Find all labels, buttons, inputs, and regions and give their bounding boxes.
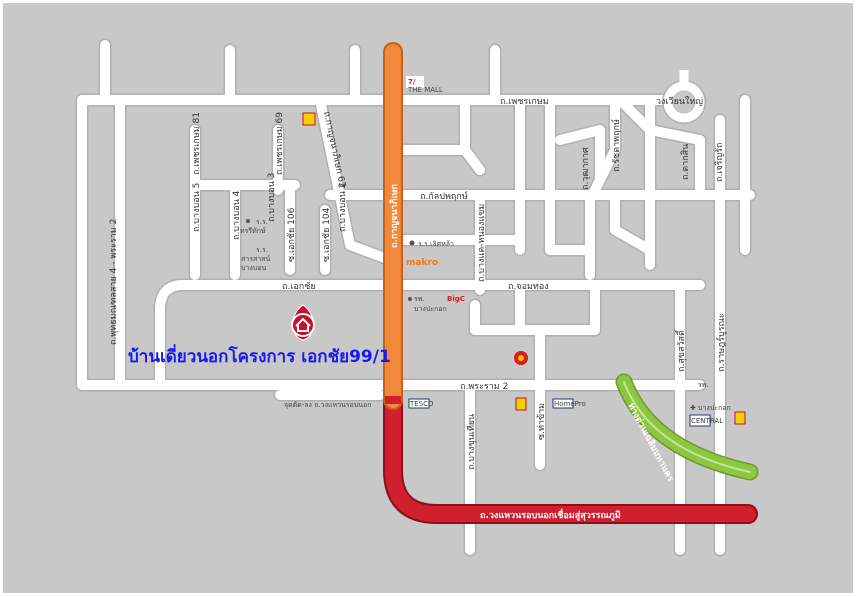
svg-text:บางปะกอก: บางปะกอก — [698, 404, 731, 412]
bigc-logo: BigC — [447, 295, 465, 303]
label-ekkachai104: ซ.เอกชัย 104 — [322, 207, 332, 262]
school-sarasas-marker: ร.ร. สารสาสน์ บางบอน — [241, 246, 270, 272]
svg-text:ทรรีทักษ์: ทรรีทักษ์ — [240, 227, 266, 235]
svg-text:รพ.: รพ. — [414, 295, 425, 303]
expressway-edge — [623, 381, 751, 473]
school-thonburi-marker: ร.ร. ทรรีทักษ์ — [240, 218, 268, 235]
label-charoen-rat: ถ.เจริญรัถ — [714, 143, 725, 182]
hospital-bangpakok-top: รพ. บางปะกอก — [408, 295, 447, 313]
svg-text:7/: 7/ — [408, 78, 416, 86]
project-title: บ้านเดี่ยวนอกโครงการ เอกชัย99/1 — [128, 344, 391, 367]
shop-icon — [515, 397, 527, 411]
label-kanchanaphisek: ถ.กาญจนาภิเษก — [389, 184, 400, 248]
label-ratchaphruek-v: ถ.รัชดาพฤกษ์ — [610, 119, 622, 172]
label-bangbon4: ถ.บางบอน 4 — [232, 190, 242, 240]
label-ratburana: ถ.ราษฎร์บูรณะ — [715, 313, 727, 372]
tesco-icon — [408, 398, 430, 409]
label-rama2: ถ.พระราม 2 — [460, 382, 508, 392]
svg-text:ร.ร.: ร.ร. — [256, 246, 268, 254]
road-color-junction — [385, 396, 401, 404]
label-phetkasem69: ถ.เพชรเกษม 69 — [275, 112, 285, 175]
svg-text:บางบอน: บางบอน — [241, 264, 266, 272]
svg-text:✚: ✚ — [690, 404, 696, 412]
label-kanlapaphruek: ถ.กัลปพฤกษ์ — [420, 190, 468, 202]
svg-text:ร.ร.เลิศหล้า: ร.ร.เลิศหล้า — [418, 240, 454, 248]
label-bang-khun-thian-road: ถ.บางขุนเทียน — [466, 414, 477, 470]
label-ekkachai: ถ.เอกชัย — [282, 282, 316, 292]
label-tha-kham: ซ.ท่าข้าม — [536, 403, 547, 440]
roundabout-center — [673, 91, 695, 113]
svg-text:รพ.: รพ. — [698, 381, 709, 389]
label-junction-ring: จุดตัด-ลง ถ.วงแหวนรอบนอก — [284, 401, 372, 409]
home-location-pin[interactable] — [291, 304, 315, 341]
ring-road — [385, 392, 756, 522]
svg-text:สารสาสน์: สารสาสน์ — [241, 255, 270, 263]
label-bangbon2: ถ.บางบอน 2 — [338, 183, 348, 232]
label-phutthamonthon-sai4: ถ.พุทธมณฑลสาย 4 - พระราม 2 — [109, 219, 119, 345]
central-label: CENTRAL — [691, 417, 723, 425]
svg-text:บางปะกอก: บางปะกอก — [414, 305, 447, 313]
svg-text:ร.ร.: ร.ร. — [256, 218, 268, 226]
makro-logo: makro — [406, 258, 438, 268]
label-phetkasem: ถ.เพชรเกษม — [500, 97, 549, 107]
label-wongwian-yai: วงเวียนใหญ่ — [656, 96, 703, 107]
label-ring-road: ถ.วงแหวนรอบนอกเชื่อมสู่สุวรรณภูมิ — [480, 508, 621, 521]
the-mall-marker: 7/ THE MALL — [406, 76, 443, 94]
hospital-bangpakok-right: รพ. ✚ บางปะกอก — [690, 381, 731, 412]
tesco-label: TESCO — [409, 400, 434, 408]
school-dot-icon — [409, 240, 415, 246]
label-ekkachai106: ซ.เอกชัย 106 — [287, 207, 297, 262]
school-lertlah-marker: ร.ร.เลิศหล้า — [409, 240, 454, 248]
label-taksin: ถ.ตากสิน — [680, 144, 691, 180]
label-bangbon3: ถ.บางบอน 3 — [267, 173, 277, 222]
label-bangbon5: ถ.บางบอน 5 — [192, 183, 202, 232]
shop-icon — [734, 411, 746, 425]
homepro-icon — [552, 398, 574, 409]
shop-icon — [302, 112, 316, 126]
central-icon — [689, 414, 711, 427]
home-icon — [295, 317, 311, 332]
label-bangkhae-nongkhaem: ถ.บางแค-หนองแขม — [477, 204, 487, 282]
label-chomthong: ถ.จอมทอง — [508, 282, 549, 292]
label-phetkasem81: ถ.เพชรเกษม 81 — [192, 112, 202, 175]
label-suksawat: ถ.สุขสวัสดิ์ — [674, 329, 687, 372]
star-shop-icon — [514, 351, 528, 365]
homepro-label: HomePro — [554, 400, 586, 408]
label-wutthakat: ถ.วุฒากาศ — [581, 147, 591, 190]
svg-text:THE MALL: THE MALL — [407, 86, 443, 94]
